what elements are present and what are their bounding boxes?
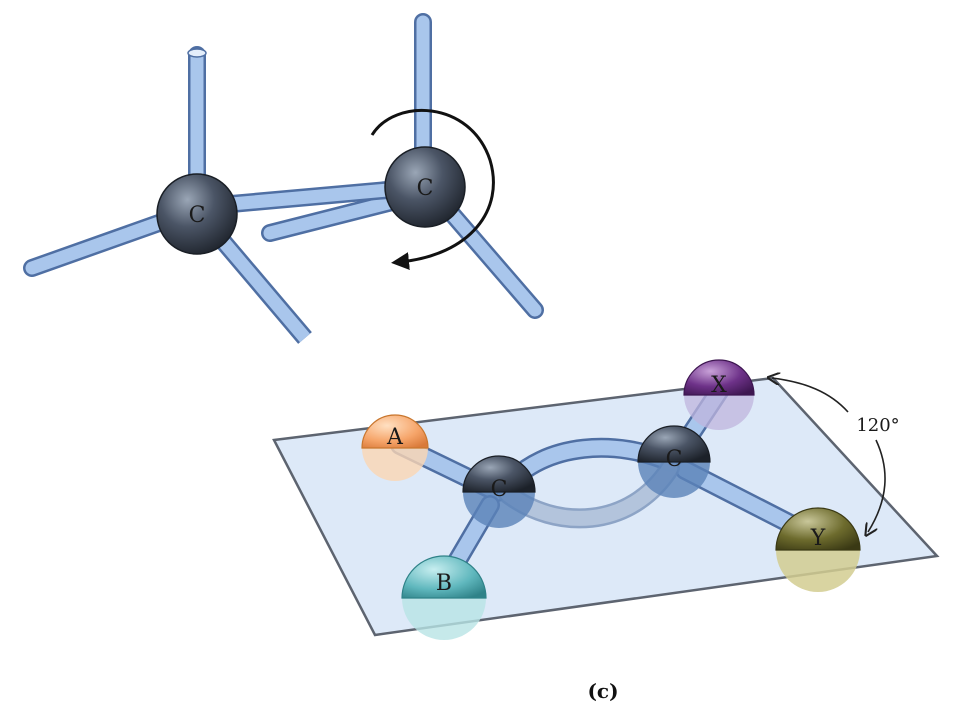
carbon-c2-label: C [666, 447, 683, 472]
carbon-atom-c1: C [462, 455, 536, 528]
carbon-left-label: C [189, 203, 206, 228]
atom-x: X [683, 359, 755, 430]
atom-y-label: Y [810, 526, 826, 551]
angle-arrow-upper [772, 378, 849, 413]
bond-left-up-cap [187, 48, 207, 58]
carbon-atom-c2: C [637, 425, 711, 498]
carbon-right-label: C [417, 176, 434, 201]
angle-arrow-lower [868, 439, 886, 532]
carbon-atom-left: C [156, 173, 238, 255]
atom-b: B [401, 555, 487, 640]
panel-label: (c) [587, 679, 618, 703]
rotation-arrow [370, 108, 495, 271]
atom-a: A [361, 414, 429, 481]
atom-x-label: X [711, 373, 727, 398]
atom-b-label: B [436, 571, 452, 596]
carbon-atom-right: C [384, 146, 466, 228]
single-bond-model: C C [23, 13, 544, 344]
atom-a-label: A [386, 425, 404, 450]
atom-y: Y [775, 507, 861, 592]
carbon-c1-label: C [491, 477, 508, 502]
angle-label: 120° [856, 415, 899, 436]
double-bond-model: A B X Y C C 120 [272, 359, 940, 640]
